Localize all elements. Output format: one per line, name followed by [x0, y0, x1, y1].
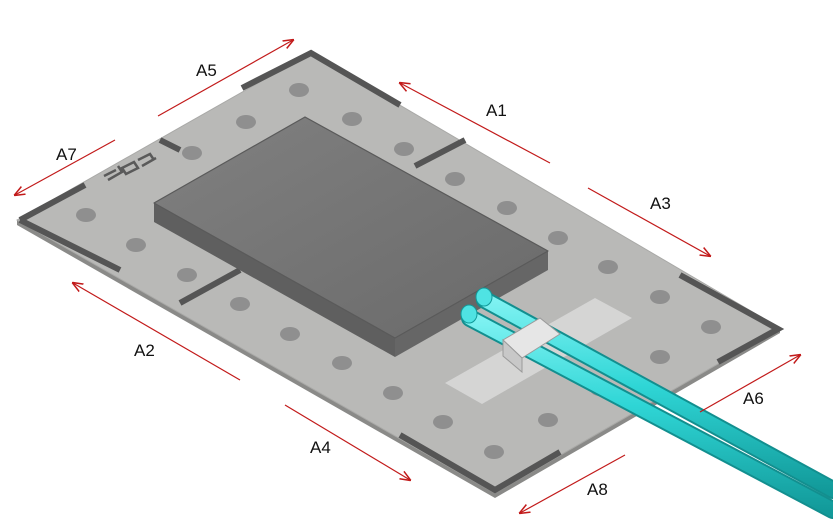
sensor-dot [497, 201, 517, 215]
sensor-dot [76, 208, 96, 222]
label-a5: A5 [196, 61, 217, 80]
arrow-a4 [284, 404, 410, 480]
arrow-labels: A1 A2 A3 A4 A5 A6 A7 A8 [56, 61, 764, 499]
sensor-dot [650, 290, 670, 304]
sensor-dot [342, 112, 362, 126]
label-a3: A3 [650, 194, 671, 213]
sensor-dot [236, 115, 256, 129]
sensor-dot [280, 327, 300, 341]
dimension-arrows [15, 40, 800, 513]
arrow-a6 [699, 355, 800, 413]
arrow-a7 [15, 139, 116, 195]
label-a4: A4 [310, 438, 331, 457]
sensor-dot [598, 260, 618, 274]
sensor-dot [394, 142, 414, 156]
label-a1: A1 [486, 101, 507, 120]
block-side [154, 203, 395, 357]
arrow-a5 [157, 40, 293, 117]
arrow-a2 [73, 283, 241, 381]
label-a6: A6 [743, 389, 764, 408]
plate-edge [17, 220, 780, 498]
sensor-dot [445, 172, 465, 186]
arrow-a3 [587, 187, 710, 256]
block-side-right [395, 251, 548, 357]
sensor-dot [433, 415, 453, 429]
sensor-dot [332, 356, 352, 370]
label-a7: A7 [56, 145, 77, 164]
sensor-dot [289, 83, 309, 97]
sensor-dot [701, 320, 721, 334]
sensor-dot [126, 238, 146, 252]
sensor-dot [383, 386, 403, 400]
sensor-dot [548, 231, 568, 245]
sensor-dot [538, 413, 558, 427]
logo-mark [103, 152, 157, 182]
sensor-dot [484, 445, 504, 459]
label-a2: A2 [134, 341, 155, 360]
label-a8: A8 [587, 480, 608, 499]
sensor-dot [177, 268, 197, 282]
corner-marks [18, 49, 785, 494]
arrow-a8 [520, 454, 626, 513]
dark-block [153, 116, 549, 339]
sensor-dot [650, 350, 670, 364]
sensor-dot [182, 146, 202, 160]
arrow-a1 [400, 83, 551, 164]
sensor-dot [230, 297, 250, 311]
